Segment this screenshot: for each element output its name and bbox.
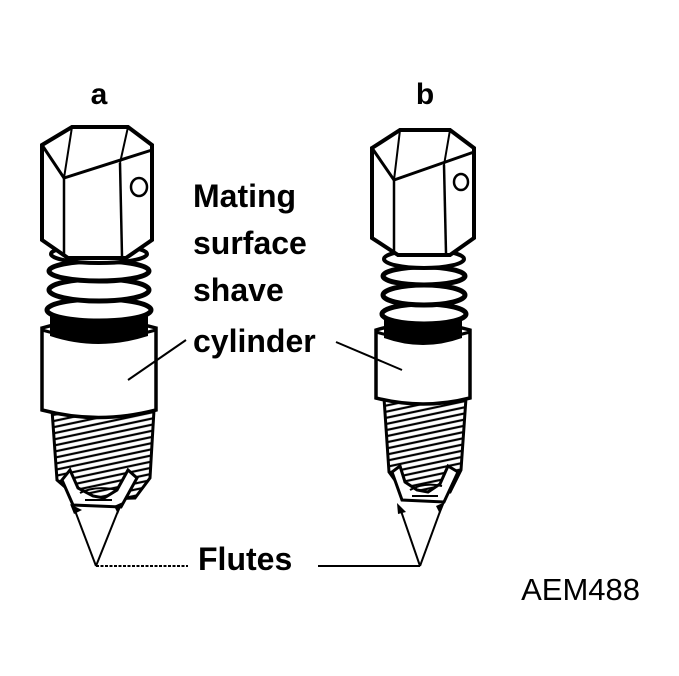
mating-label-line-4: cylinder [193, 323, 316, 359]
valve-b-hex-head [370, 128, 476, 257]
label-b: b [416, 78, 434, 111]
valve-b-tip [390, 463, 460, 504]
label-a: a [91, 78, 108, 111]
cylinder-leader-b [335, 341, 403, 371]
valve-a [40, 125, 158, 509]
mating-label-line-2: surface [193, 225, 307, 261]
valve-a-hex-head [40, 125, 154, 260]
figure-code: AEM488 [521, 572, 640, 607]
mating-label-line-3: shave [193, 272, 284, 308]
valve-b-orings [379, 248, 469, 345]
valve-a-tip [60, 467, 139, 509]
flutes-label: Flutes [198, 541, 292, 577]
cylinder-leader-a [127, 339, 187, 381]
valve-b [370, 128, 476, 504]
mating-label-line-1: Mating [193, 178, 296, 214]
leader-lines [70, 339, 445, 567]
